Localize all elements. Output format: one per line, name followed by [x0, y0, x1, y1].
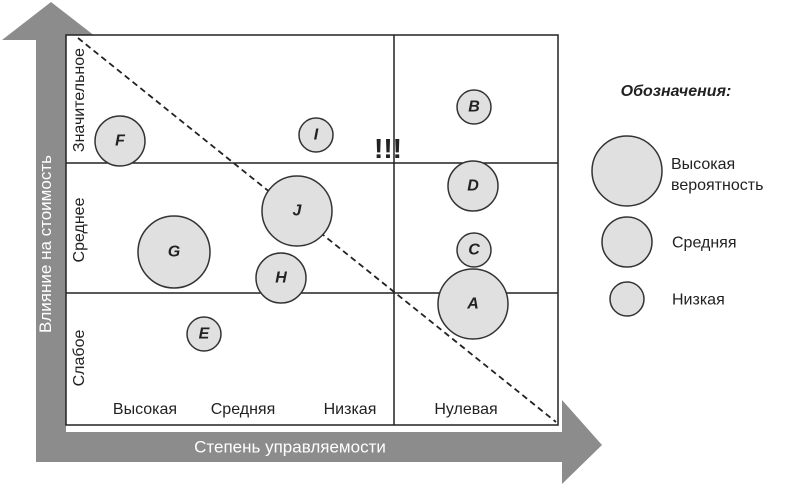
- bubble-i: I: [298, 117, 334, 153]
- column-label-high: Высокая: [113, 401, 177, 418]
- x-axis-arrow: [36, 400, 602, 484]
- column-label-medium: Средняя: [211, 401, 276, 418]
- legend-swatch-large: [591, 135, 663, 207]
- bubble-b: B: [456, 89, 492, 125]
- diagonal-dashed-line: [77, 37, 557, 423]
- svg-text:J: J: [293, 203, 303, 220]
- legend: Обозначения: Высокая вероятность Средняя…: [591, 83, 763, 317]
- bubble-a: A: [437, 268, 509, 340]
- column-label-low: Низкая: [324, 401, 377, 418]
- legend-label-low: Низкая: [672, 292, 725, 309]
- row-label-weak: Слабое: [71, 330, 88, 387]
- y-axis-arrow: [2, 2, 100, 462]
- row-label-medium: Среднее: [71, 197, 88, 262]
- bubble-h: H: [255, 252, 307, 304]
- bubble-g: G: [137, 215, 211, 289]
- bubble-c: C: [456, 232, 492, 268]
- svg-text:B: B: [468, 99, 480, 116]
- legend-label-probability: вероятность: [671, 177, 763, 194]
- bubble-e: E: [186, 316, 222, 352]
- x-axis-label: Степень управляемости: [194, 437, 386, 456]
- bubble-d: D: [447, 160, 499, 212]
- legend-label-medium: Средняя: [672, 235, 737, 252]
- svg-text:E: E: [199, 326, 211, 343]
- svg-text:A: A: [466, 296, 479, 313]
- svg-text:I: I: [314, 127, 319, 144]
- row-label-significant: Значительное: [71, 48, 88, 152]
- bubble-f: F: [94, 115, 146, 167]
- svg-text:D: D: [467, 178, 479, 195]
- legend-title: Обозначения:: [621, 83, 732, 100]
- y-axis-label: Влияние на стоимость: [36, 155, 55, 333]
- svg-text:H: H: [275, 270, 287, 287]
- svg-text:F: F: [115, 133, 126, 150]
- svg-text:C: C: [468, 242, 480, 259]
- legend-swatch-medium: [601, 216, 653, 268]
- bubble-j: J: [261, 175, 333, 247]
- svg-text:G: G: [168, 244, 180, 261]
- column-label-none: Нулевая: [434, 401, 497, 418]
- legend-label-high: Высокая: [671, 156, 735, 173]
- legend-swatch-small: [609, 281, 645, 317]
- alert-exclamation-marks: !!!: [374, 133, 402, 164]
